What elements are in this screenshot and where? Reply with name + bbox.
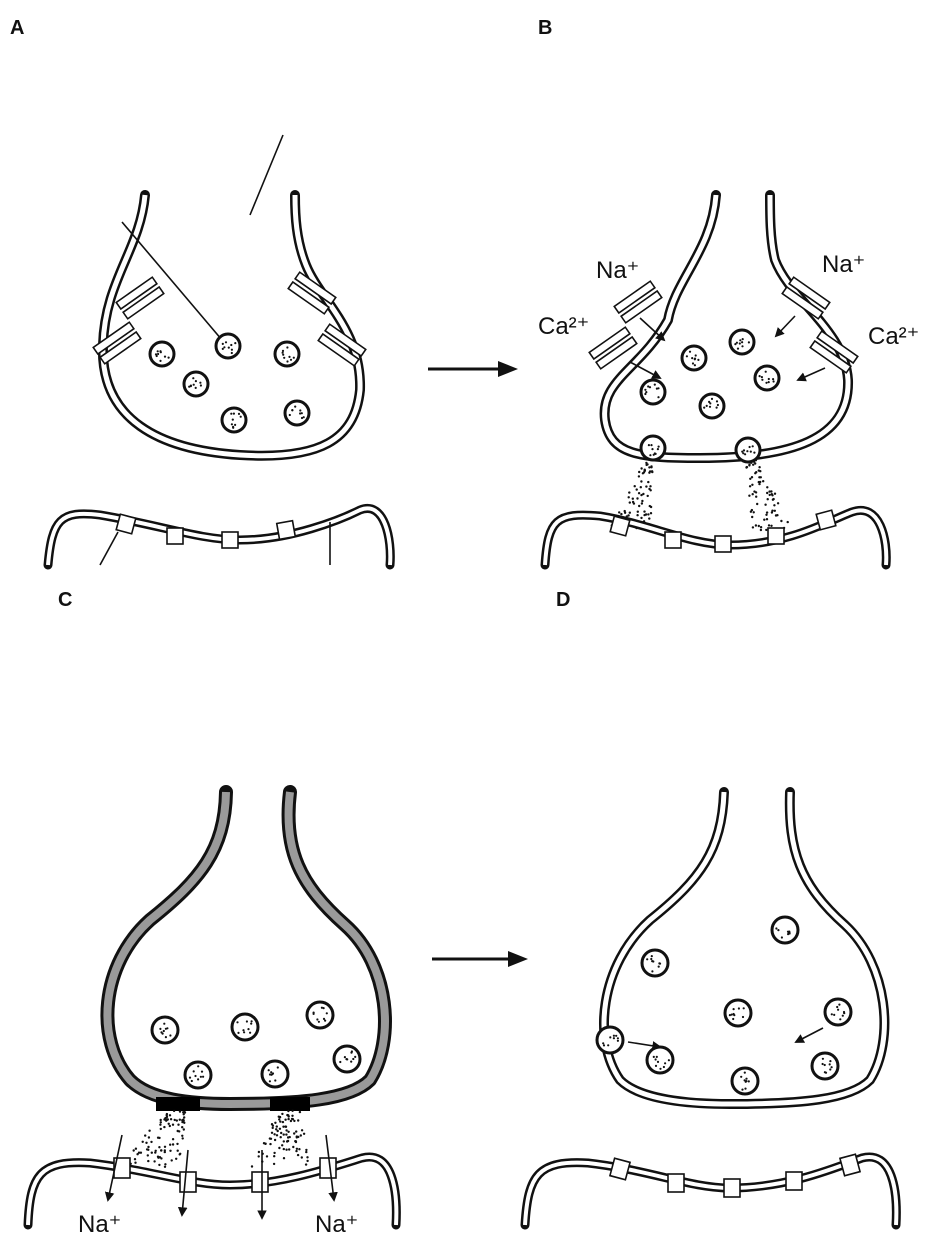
- synaptic-vesicle-icon: [185, 1062, 211, 1088]
- receptor-icon: [724, 1179, 740, 1197]
- panel-letter-d: D: [556, 589, 570, 611]
- receptor-icon: [786, 1172, 802, 1190]
- neurotransmitter-cloud-icon: [745, 459, 789, 533]
- neurotransmitter-cloud-icon: [251, 1110, 309, 1168]
- receptor-icon: [167, 528, 183, 544]
- synaptic-vesicle-icon: [772, 917, 798, 943]
- receptor-icon: [320, 1158, 336, 1178]
- ion-label-na: Na⁺: [78, 1211, 121, 1238]
- ion-label-na: Na⁺: [315, 1211, 358, 1238]
- receptor-icon: [715, 536, 731, 552]
- synaptic-vesicle-icon: [732, 1068, 758, 1094]
- receptor-icon: [277, 521, 296, 540]
- panel-letter-b: B: [538, 17, 552, 39]
- vesicle-recycling-arrow: [628, 1042, 660, 1047]
- process-arrow-icon: [428, 361, 518, 377]
- postsynaptic-membrane: [525, 1157, 896, 1225]
- ion-influx-arrow: [776, 316, 795, 336]
- synaptic-vesicle-icon: [150, 342, 174, 366]
- receptor-icon: [668, 1174, 684, 1192]
- label-pointer-line: [100, 532, 118, 565]
- synaptic-vesicle-icon: [152, 1017, 178, 1043]
- synaptic-vesicle-icon: [184, 372, 208, 396]
- synaptic-vesicle-icon: [812, 1053, 838, 1079]
- receptor-icon: [816, 510, 836, 530]
- ion-label-na: Na⁺: [822, 251, 865, 278]
- label-pointer-line: [250, 135, 283, 215]
- neurotransmitter-cloud-icon: [130, 1110, 187, 1168]
- synaptic-vesicle-icon: [825, 999, 851, 1025]
- synaptic-vesicle-icon: [641, 436, 665, 460]
- panel-c: Na⁺ Na⁺: [28, 792, 396, 1238]
- synaptic-vesicle-icon: [334, 1046, 360, 1072]
- synaptic-vesicle-icon: [642, 950, 668, 976]
- process-arrow-icon: [432, 951, 528, 967]
- ion-label-na: Na⁺: [596, 257, 639, 284]
- receptor-icon: [222, 532, 238, 548]
- synaptic-vesicle-icon: [262, 1061, 288, 1087]
- active-zone: [156, 1097, 200, 1111]
- receptor-icon: [665, 532, 681, 548]
- synaptic-vesicle-icon: [755, 366, 779, 390]
- ion-label-ca: Ca²⁺: [538, 313, 589, 340]
- synaptic-vesicle-icon: [216, 334, 240, 358]
- synaptic-vesicle-icon: [736, 438, 760, 462]
- synaptic-vesicle-icon: [232, 1014, 258, 1040]
- receptor-icon: [840, 1154, 860, 1176]
- receptor-icon: [252, 1172, 268, 1192]
- synaptic-vesicle-icon: [641, 380, 665, 404]
- synaptic-vesicle-icon: [275, 342, 299, 366]
- panel-letter-a: A: [10, 17, 24, 39]
- synaptic-vesicle-icon: [285, 401, 309, 425]
- label-pointer-line: [122, 222, 222, 340]
- receptor-icon: [610, 516, 630, 536]
- receptor-icon: [180, 1172, 196, 1192]
- vesicle-recycling-arrow: [796, 1028, 823, 1042]
- synaptic-vesicle-icon: [730, 330, 754, 354]
- receptor-icon: [768, 528, 784, 544]
- synaptic-vesicle-icon: [647, 1047, 673, 1073]
- synaptic-vesicle-icon: [700, 394, 724, 418]
- synaptic-vesicle-icon: [597, 1027, 623, 1053]
- synaptic-vesicle-icon: [682, 346, 706, 370]
- receptor-icon: [610, 1158, 630, 1180]
- panel-a: [48, 135, 390, 565]
- ion-influx-arrow: [798, 368, 825, 380]
- panel-letter-c: C: [58, 589, 72, 611]
- panel-b: Na⁺ Na⁺ Ca²⁺ Ca²⁺: [538, 195, 919, 565]
- synaptic-vesicle-icon: [222, 408, 246, 432]
- receptor-icon: [116, 514, 136, 534]
- ion-channel-icon: [614, 281, 662, 323]
- panel-d: [525, 792, 896, 1225]
- ion-channel-icon: [116, 277, 164, 319]
- active-zone: [270, 1097, 310, 1111]
- ion-label-ca: Ca²⁺: [868, 323, 919, 350]
- presynaptic-terminal: [605, 195, 848, 458]
- postsynaptic-membrane: [48, 508, 390, 565]
- synaptic-vesicle-icon: [307, 1002, 333, 1028]
- synaptic-vesicle-icon: [725, 1000, 751, 1026]
